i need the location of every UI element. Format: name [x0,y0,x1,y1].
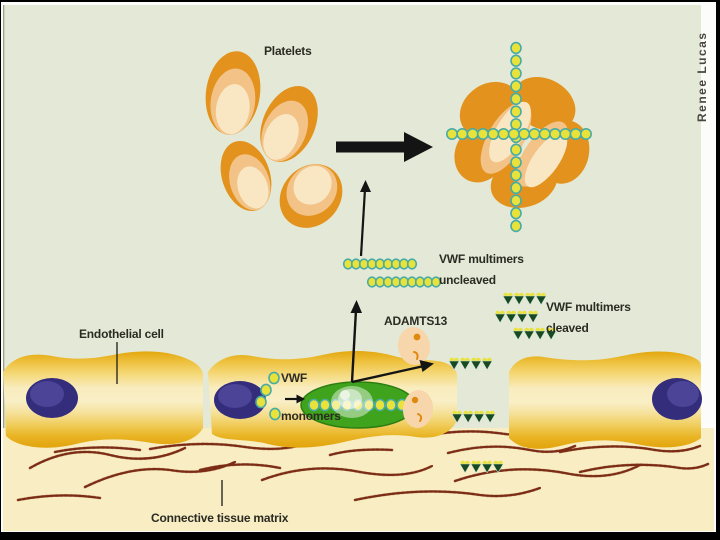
credit-text: Renee Lucas [695,31,709,122]
cleaved-multimer-group [448,357,493,371]
endothelial-band [509,351,701,449]
cleavage-arrow [351,360,434,384]
platelets-label: Platelets [264,44,312,58]
cleaved-multimers [448,292,557,474]
platelet [220,140,272,212]
vwf-multimers-cleaved-label: VWF multimers cleaved [546,297,631,339]
vwf-monomer-beads [255,371,281,421]
secretion-arrow [350,300,362,383]
vwf-multimers-uncleaved-label: VWF multimers uncleaved [439,249,524,291]
adamts13-enzyme [397,327,431,365]
adamts13-label: ADAMTS13 [384,314,448,328]
nucleus [214,381,266,419]
uncleaved-multimer-chain [342,258,418,270]
cleaved-multimer-group [494,310,539,324]
platelet [260,85,318,163]
uncleaved-multimer-chain [366,276,442,288]
connective-tissue-matrix-label: Connective tissue matrix [151,511,289,525]
endothelial-cell-label: Endothelial cell [79,327,164,341]
aggregate-horizontal-chain [445,128,592,141]
uncleaved-line2: uncleaved [439,273,496,287]
connective-tissue-background [3,428,714,531]
cleaved-line2: cleaved [546,321,589,335]
vwf-label: VWF [281,371,308,385]
endothelial-band [3,351,203,448]
aggregate-vertical-chain [510,41,522,233]
uncleaved-line1: VWF multimers [439,252,524,266]
monomers-label: monomers [281,409,341,423]
aggregation-arrow [336,132,433,162]
adamts13-enzyme [402,390,434,428]
vwf-multimer-chains [342,41,592,288]
cleaved-line1: VWF multimers [546,300,631,314]
multimer-to-platelet-arrow [359,180,371,257]
cleaved-multimer-group [459,460,504,474]
vwf-storage-organelle [300,381,416,429]
platelet-aggregate [454,77,590,208]
platelet [279,164,343,228]
nucleus [652,378,702,420]
monomer-arrow [285,394,305,404]
cleaved-multimer-group [502,292,547,306]
platelets-cluster [205,51,343,228]
nucleus [26,378,78,418]
endothelial-cell-layer [3,350,702,449]
left-edge-line [3,5,5,431]
cleaved-multimer-group [451,410,496,424]
platelet [205,51,261,136]
cleaved-multimer-group [512,327,557,341]
arrows [285,132,434,404]
